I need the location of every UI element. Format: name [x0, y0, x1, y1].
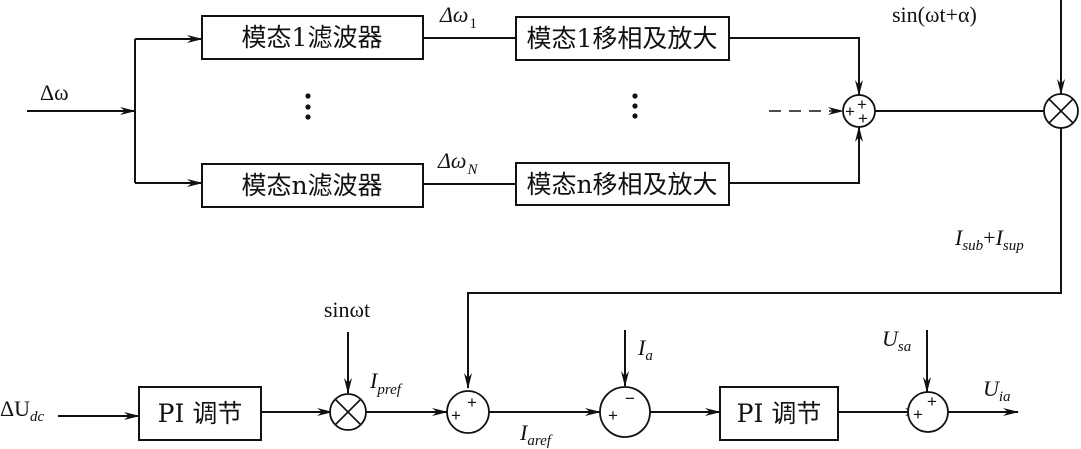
- svg-text:−: −: [625, 389, 635, 408]
- phase1-to-sum-arrow: [729, 37, 863, 96]
- delta-omega-1-label: Δω1: [439, 2, 477, 32]
- svg-text:+: +: [927, 392, 937, 411]
- sum-junction-2: + −: [599, 386, 651, 438]
- feedback-arrow: [464, 128, 1062, 389]
- svg-text:+: +: [858, 109, 868, 128]
- output-label: Uia: [983, 376, 1011, 405]
- feedback-label: Isub+Isup: [954, 225, 1024, 254]
- svg-text:+: +: [608, 406, 618, 425]
- udc-input-label: ΔUdc: [0, 396, 45, 425]
- sin-omega-t-label: sinωt: [324, 297, 370, 322]
- svg-text:+: +: [467, 393, 477, 412]
- carrier-label: sin(ωt+α): [892, 2, 977, 27]
- phase-box-n: [515, 162, 730, 206]
- filter-box-n: [201, 163, 424, 208]
- pi-box-2: [719, 386, 839, 441]
- ia-label: Ia: [637, 335, 653, 364]
- input-label: Δω: [40, 80, 69, 105]
- ellipsis-phase: [632, 93, 638, 119]
- svg-text:+: +: [451, 406, 461, 425]
- modal-sum-junction: + + +: [842, 94, 876, 128]
- ipref-label: Ipref: [369, 368, 403, 398]
- iaref-label: Iaref: [519, 420, 553, 449]
- svg-text:+: +: [857, 95, 867, 114]
- bottom-multiplier: [329, 393, 367, 431]
- pi-box-1-label: PI 调节: [158, 399, 243, 428]
- delta-omega-n-label: ΔωN: [437, 148, 478, 178]
- svg-text:+: +: [845, 102, 855, 121]
- ellipsis-filters: [305, 93, 311, 120]
- top-multiplier: [1043, 93, 1079, 129]
- sum-junction-3: + +: [907, 391, 949, 433]
- pi-box-1: [138, 386, 262, 441]
- phasen-to-sum-arrow: [729, 126, 863, 184]
- filter-box-1-label: 模态1滤波器: [242, 23, 383, 52]
- svg-text:+: +: [913, 405, 923, 424]
- phase-box-n-label: 模态n移相及放大: [526, 170, 717, 199]
- filter-box-1: [201, 15, 424, 60]
- usa-label: Usa: [882, 326, 911, 355]
- pi-box-2-label: PI 调节: [737, 399, 822, 428]
- sum-junction-1: + +: [446, 390, 490, 434]
- phase-box-1-label: 模态1移相及放大: [527, 24, 718, 53]
- filter-box-n-label: 模态n滤波器: [241, 171, 382, 200]
